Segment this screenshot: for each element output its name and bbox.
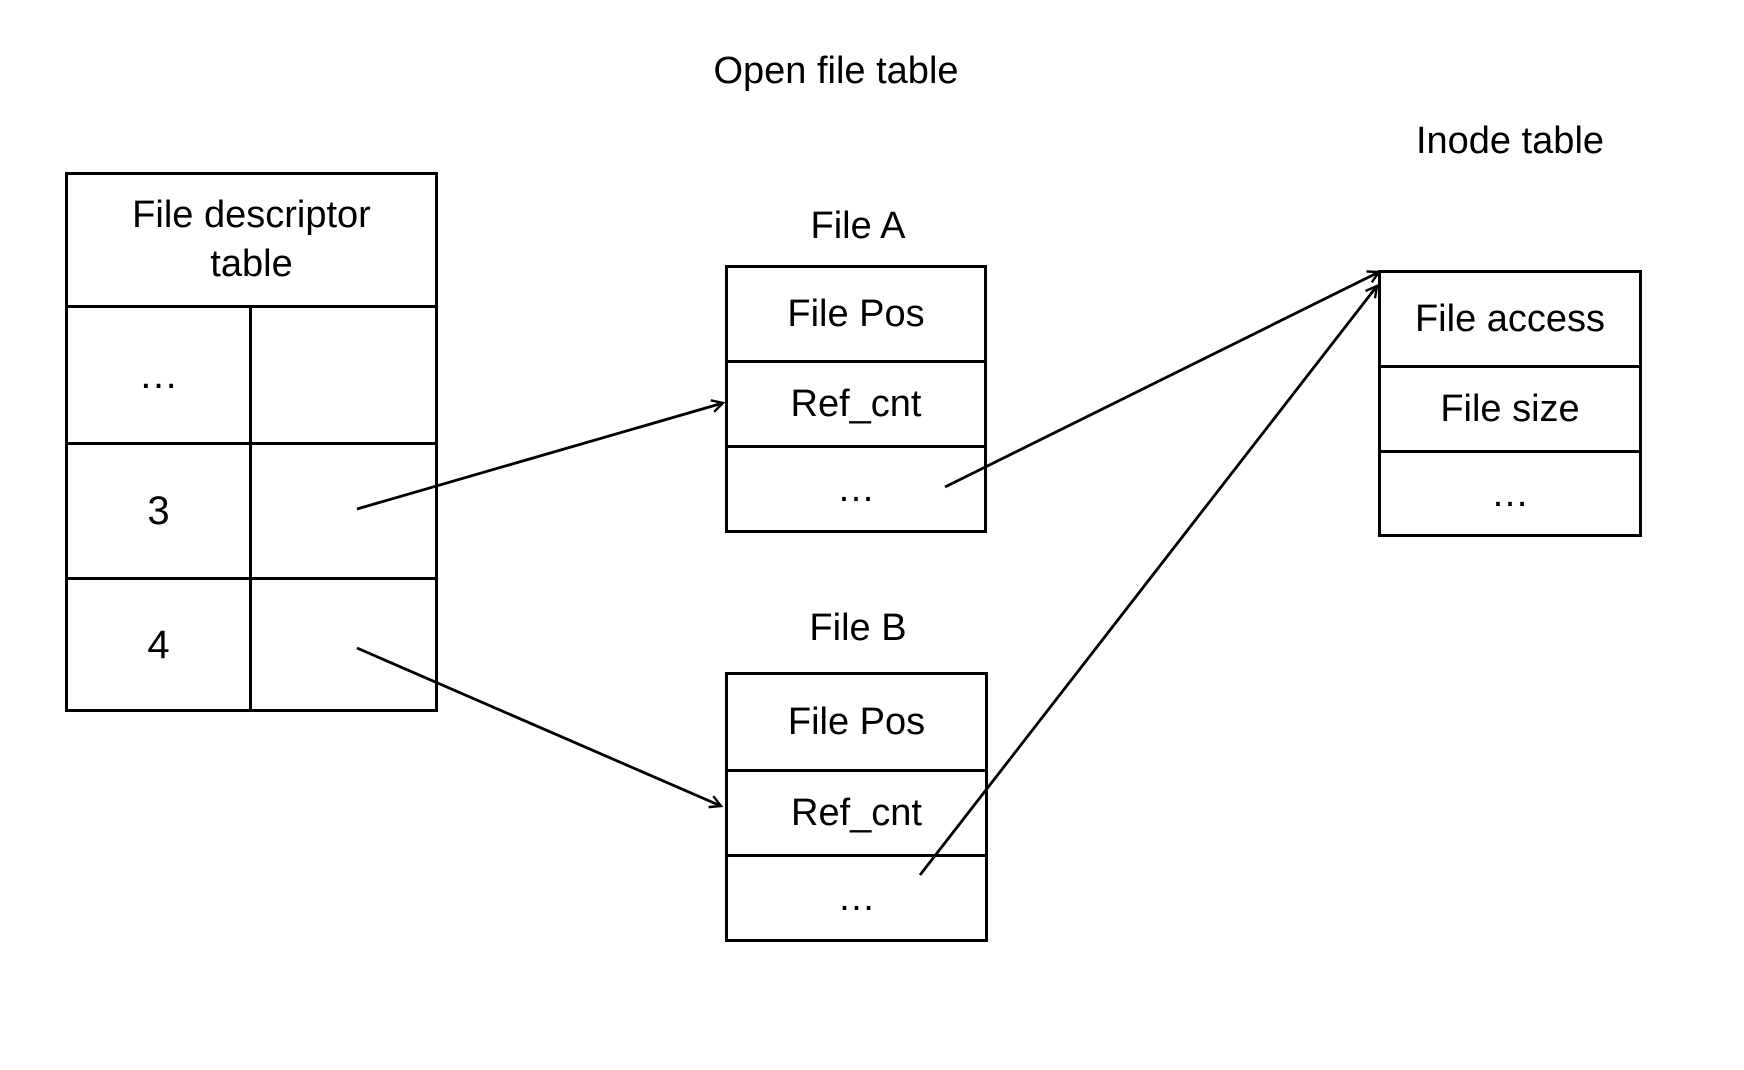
open-file-table-title: Open file table (713, 50, 959, 92)
file-descriptor-table-header-label: File descriptor table (132, 193, 371, 285)
file-a-title: File A (810, 205, 906, 247)
fd-cell-dots: … (68, 308, 252, 445)
file-b-row-dots: … (837, 877, 876, 919)
file-a-entry-table: File Pos Ref_cnt … (725, 265, 987, 533)
arrow-file-a-to-inode (944, 272, 1379, 489)
file-descriptor-table: File descriptor table … 3 4 (65, 172, 438, 712)
file-descriptor-table-grid: … 3 4 (68, 308, 435, 709)
file-b-row-ref-cnt: Ref_cnt (728, 772, 985, 857)
fd-cell-3-pointer (252, 445, 435, 580)
file-a-row-dots: … (837, 468, 875, 510)
file-descriptor-table-header: File descriptor table (68, 175, 435, 308)
arrow-file-b-to-inode (918, 286, 1377, 876)
fd-cell-4: 4 (68, 580, 252, 709)
inode-row-file-access: File access (1381, 273, 1639, 368)
fd-cell-dots-pointer (252, 308, 435, 445)
file-a-row-file-pos: File Pos (728, 268, 984, 363)
inode-table-title: Inode table (1415, 120, 1605, 162)
inode-row-dots: … (1491, 472, 1529, 515)
fd-cell-4-pointer (252, 580, 435, 709)
file-b-row-file-pos: File Pos (728, 675, 985, 772)
file-b-entry-table: File Pos Ref_cnt … (725, 672, 988, 942)
inode-row-file-size: File size (1381, 368, 1639, 453)
inode-table: File access File size … (1378, 270, 1642, 537)
file-b-title: File B (809, 607, 907, 649)
fd-cell-3: 3 (68, 445, 252, 580)
file-a-row-ref-cnt: Ref_cnt (728, 363, 984, 448)
